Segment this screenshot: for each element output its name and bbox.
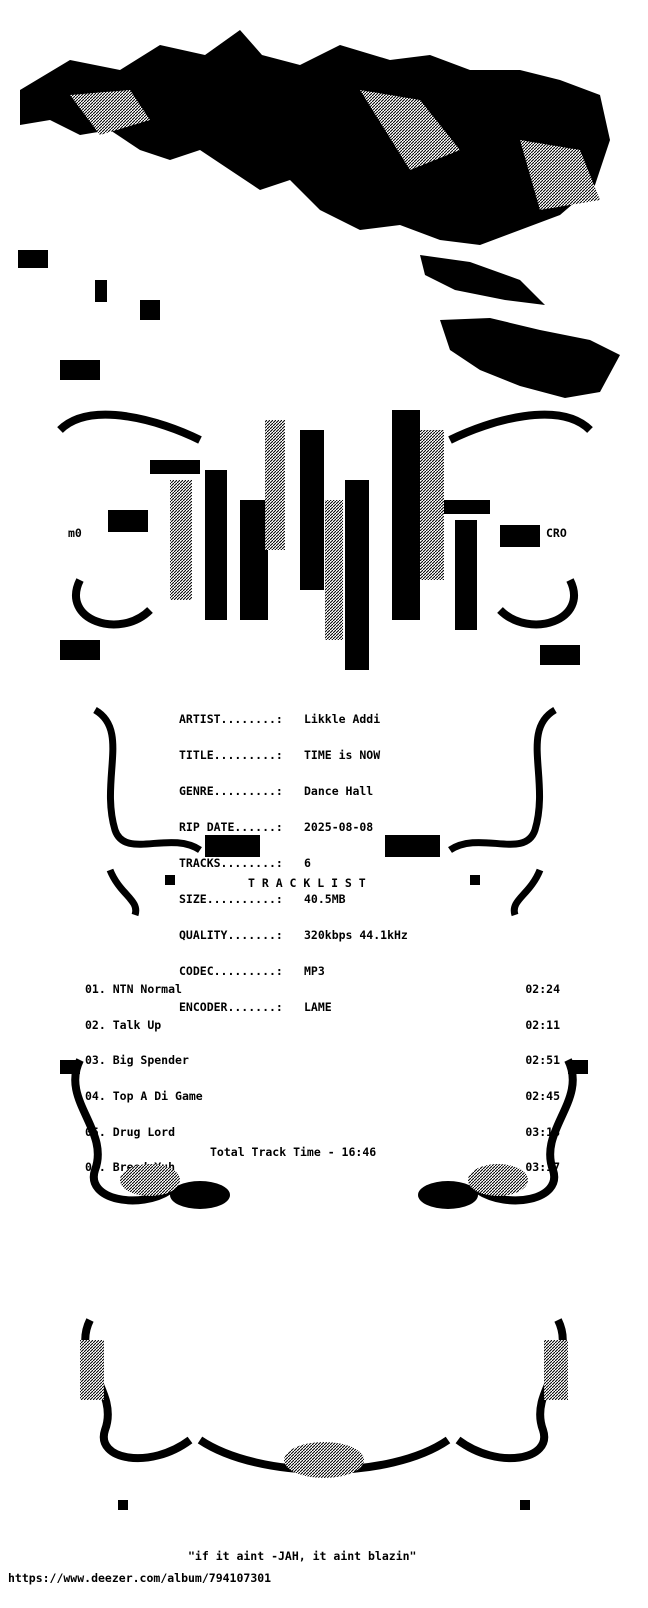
info-row-tracks: TRACKS........:6 [179, 856, 311, 870]
lion-logo-ascii-art [18, 30, 620, 670]
size-value: 40.5MB [304, 892, 346, 906]
quality-value: 320kbps 44.1kHz [304, 928, 408, 942]
frame-ornament [60, 1058, 588, 1510]
info-row-size: SIZE..........:40.5MB [179, 892, 346, 906]
track-time: 03:17 [525, 1160, 560, 1175]
total-track-time: Total Track Time - 16:46 [210, 1145, 377, 1159]
info-row-rip-date: RIP DATE......:2025-08-08 [179, 820, 374, 834]
tracks-value: 6 [304, 856, 311, 870]
group-tag-left: m0 [68, 526, 82, 540]
tracklist-heading: T R A C K L I S T [248, 876, 366, 890]
info-row-artist: ARTIST........:Likkle Addi [179, 712, 381, 726]
codec-value: MP3 [304, 964, 325, 978]
info-row-genre: GENRE.........:Dance Hall [179, 784, 374, 798]
track-title: Drug Lord [112, 1124, 176, 1139]
info-row-quality: QUALITY.......:320kbps 44.1kHz [179, 928, 408, 942]
release-info: ARTIST........:Likkle Addi TITLE........… [179, 689, 408, 1037]
track-time: 02:11 [525, 1017, 560, 1032]
track-time: 03:18 [525, 1124, 560, 1139]
group-tag-right: CRO [546, 526, 567, 540]
footer-quote: "if it aint -JAH, it aint blazin" [188, 1549, 417, 1563]
info-row-encoder: ENCODER.......:LAME [179, 1000, 332, 1014]
encoder-value: LAME [304, 1000, 332, 1014]
rip-date-value: 2025-08-08 [304, 820, 374, 834]
swirl-ornament [93, 706, 557, 917]
info-row-codec: CODEC.........:MP3 [179, 964, 325, 978]
track-title: NTN Normal [112, 982, 182, 996]
track-title: Big Spender [112, 1053, 189, 1068]
genre-value: Dance Hall [304, 784, 374, 798]
track-time: 02:51 [525, 1053, 560, 1068]
track-time: 02:45 [525, 1089, 560, 1104]
title-value: TIME is NOW [304, 748, 381, 762]
track-title: Talk Up [112, 1017, 162, 1032]
info-row-title: TITLE.........:TIME is NOW [179, 748, 381, 762]
artist-value: Likkle Addi [304, 712, 381, 726]
track-time: 02:24 [525, 982, 560, 996]
album-url-link[interactable]: https://www.deezer.com/album/794107301 [8, 1571, 272, 1585]
track-title: Top A Di Game [112, 1089, 203, 1104]
